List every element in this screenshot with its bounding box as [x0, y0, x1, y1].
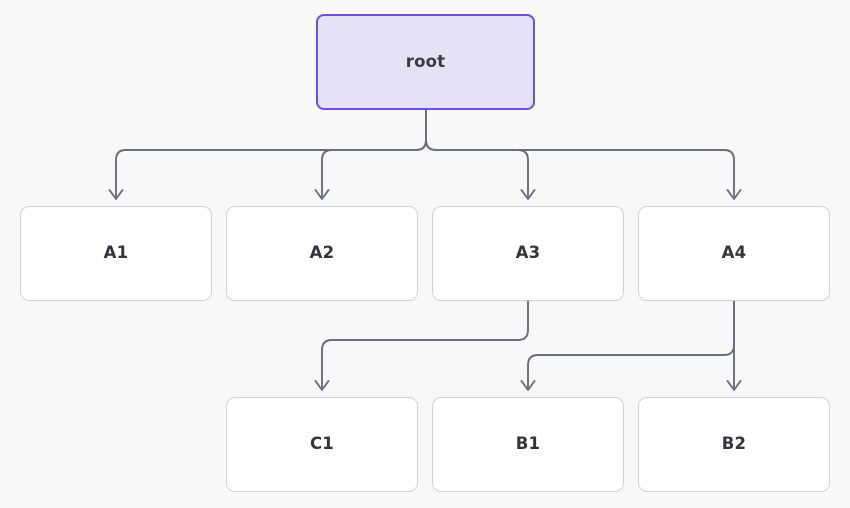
- node-label-A2: A2: [309, 243, 335, 263]
- edge-A4-to-B2: [726, 300, 742, 391]
- node-label-root: root: [405, 51, 446, 71]
- arrowhead-icon: [314, 380, 330, 391]
- node-A4[interactable]: A4: [638, 206, 830, 301]
- node-label-B1: B1: [515, 434, 541, 454]
- edge-root-to-A1: [108, 109, 427, 200]
- node-A2[interactable]: A2: [226, 206, 418, 301]
- node-label-A1: A1: [103, 243, 129, 263]
- node-A3[interactable]: A3: [432, 206, 624, 301]
- node-B2[interactable]: B2: [638, 397, 830, 492]
- edge-line: [115, 109, 427, 197]
- node-C1[interactable]: C1: [226, 397, 418, 492]
- edge-root-to-A3: [425, 109, 536, 200]
- arrowhead-icon: [520, 189, 536, 200]
- arrowhead-icon: [108, 189, 124, 200]
- node-label-C1: C1: [310, 434, 334, 454]
- edge-line: [425, 109, 529, 197]
- edge-root-to-A4: [425, 109, 742, 200]
- edge-A4-to-B1: [520, 300, 735, 391]
- edge-line: [527, 300, 735, 388]
- edge-root-to-A2: [314, 109, 427, 200]
- node-label-B2: B2: [721, 434, 747, 454]
- edge-line: [321, 300, 529, 388]
- arrowhead-icon: [520, 380, 536, 391]
- edge-line: [425, 109, 735, 197]
- edge-A3-to-C1: [314, 300, 529, 391]
- node-label-A3: A3: [515, 243, 541, 263]
- arrowhead-icon: [726, 380, 742, 391]
- edge-line: [321, 109, 427, 197]
- arrowhead-icon: [314, 189, 330, 200]
- arrowhead-icon: [726, 189, 742, 200]
- node-B1[interactable]: B1: [432, 397, 624, 492]
- node-label-A4: A4: [721, 243, 747, 263]
- node-root[interactable]: root: [316, 14, 535, 110]
- node-A1[interactable]: A1: [20, 206, 212, 301]
